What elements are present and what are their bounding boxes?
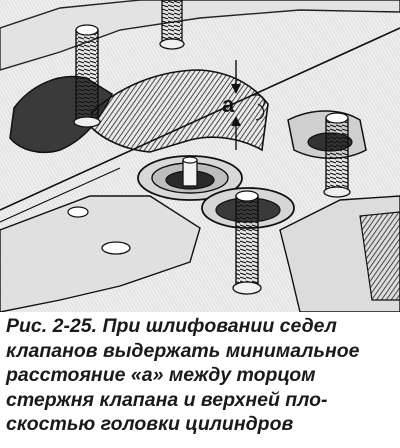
caption-line: стержня клапана и верхней пло-	[6, 388, 328, 411]
caption-line: клапанов выдержать минимальное	[6, 339, 360, 362]
cylinder-head-illustration: а	[0, 0, 400, 312]
caption-line: расстояние «а» между торцом	[6, 364, 316, 386]
figure-caption: Рис. 2-25. При шлифовании седел клапанов…	[6, 314, 396, 437]
dimension-label-a: а	[222, 92, 235, 117]
caption-line: Рис. 2-25. При шлифовании седел	[6, 315, 337, 337]
caption-line: скостью головки цилиндров	[6, 413, 294, 435]
